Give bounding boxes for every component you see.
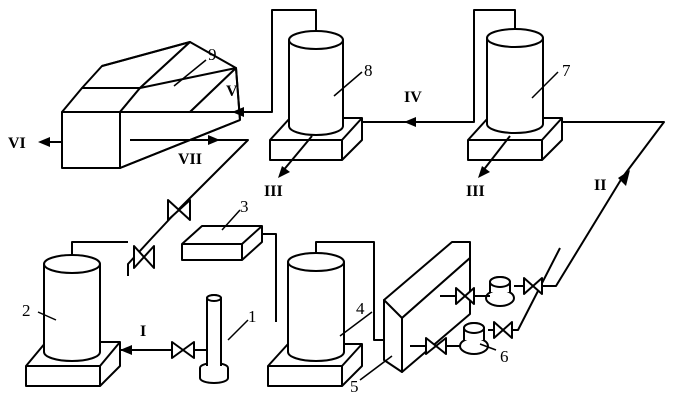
flow-arrows — [38, 107, 630, 355]
stream-label-III-8: III — [264, 183, 283, 200]
stream-label-IV: IV — [404, 89, 422, 106]
tank-2 — [25, 254, 121, 387]
stream-labels: V IV VII VI III III II I — [8, 83, 606, 340]
leader-lines — [37, 59, 559, 381]
label-1: 1 — [248, 307, 257, 326]
tank-7 — [467, 28, 563, 161]
label-3: 3 — [240, 197, 249, 216]
box-3 — [181, 225, 263, 261]
stream-label-VII: VII — [178, 151, 202, 168]
label-9: 9 — [208, 45, 217, 64]
label-4: 4 — [356, 299, 365, 318]
stream-label-I: I — [140, 323, 146, 340]
pump-6b — [459, 322, 489, 355]
column-1 — [199, 294, 229, 384]
stream-label-II: II — [594, 177, 606, 194]
stream-label-VI: VI — [8, 135, 26, 152]
vessel-9 — [61, 41, 241, 169]
label-5: 5 — [350, 377, 359, 396]
label-7: 7 — [562, 61, 571, 80]
label-8: 8 — [364, 61, 373, 80]
valves — [133, 199, 543, 359]
equipment-labels: 9 8 7 3 2 4 5 1 6 — [22, 45, 571, 396]
label-2: 2 — [22, 301, 31, 320]
stream-label-V: V — [226, 83, 238, 100]
tank-4 — [267, 252, 363, 387]
pump-6a — [485, 276, 515, 307]
tank-8 — [269, 30, 363, 161]
stream-label-III-7: III — [466, 183, 485, 200]
slab-5 — [383, 241, 471, 373]
label-6: 6 — [500, 347, 509, 366]
